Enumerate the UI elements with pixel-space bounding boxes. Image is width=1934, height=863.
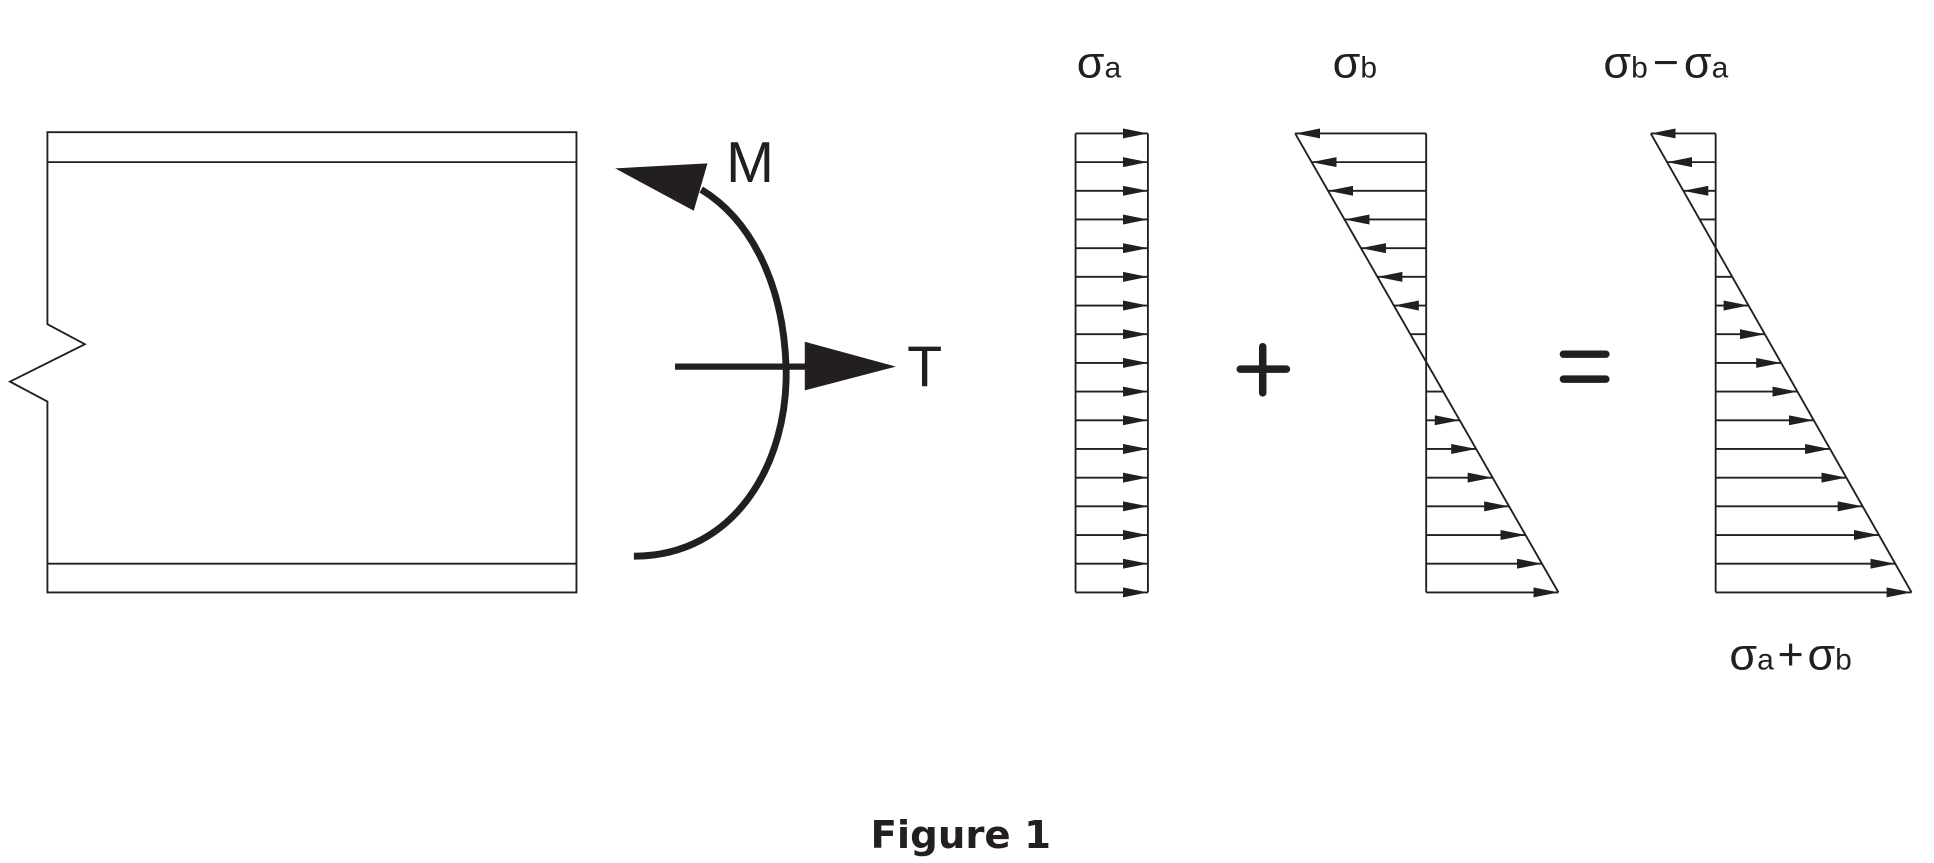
- svg-text:σb−σa: σb−σa: [1603, 36, 1728, 87]
- figure-caption: Figure 1: [870, 813, 1051, 858]
- diff-label: σb−σa: [1603, 36, 1728, 87]
- sigma-a-label: σa: [1077, 36, 1122, 87]
- moment-arrowhead: [615, 163, 708, 211]
- bending-stress-diagram: [1294, 128, 1560, 598]
- beam-outline: [7, 131, 578, 594]
- tension-label: T: [907, 336, 942, 400]
- svg-text:σa+σb: σa+σb: [1729, 629, 1851, 680]
- moment-label: M: [726, 131, 774, 195]
- svg-text:σa: σa: [1077, 36, 1122, 87]
- combined-stress-diagram: [1649, 128, 1913, 598]
- svg-text:σb: σb: [1333, 36, 1377, 87]
- beam: [7, 131, 578, 594]
- tension-arrow: [675, 341, 896, 391]
- moment-arrow: [615, 163, 790, 560]
- sum-label: σa+σb: [1729, 629, 1851, 680]
- plus-sign: [1236, 342, 1291, 397]
- sigma-b-label: σb: [1333, 36, 1377, 87]
- equals-sign: [1559, 350, 1610, 383]
- uniform-stress-diagram: [1074, 128, 1149, 598]
